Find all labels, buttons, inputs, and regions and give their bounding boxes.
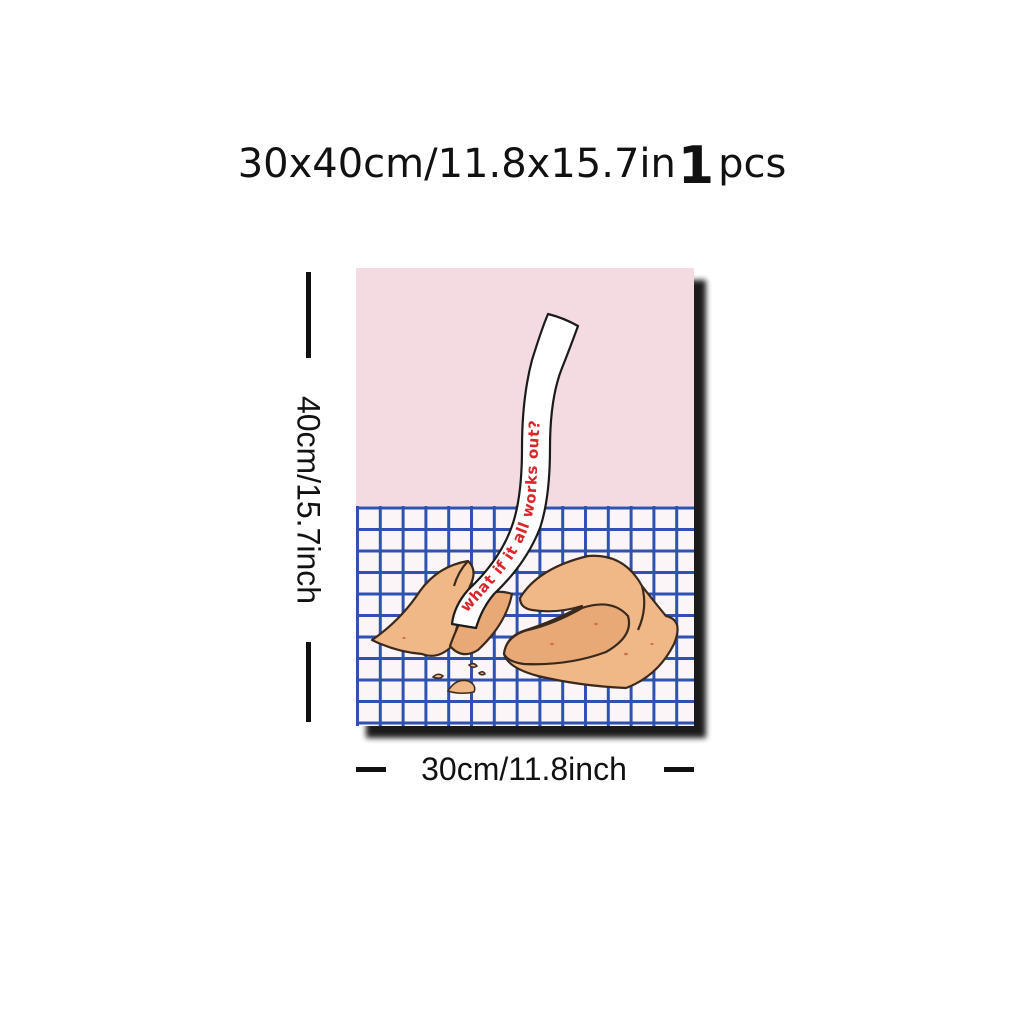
- height-dimension-line-top: [306, 272, 311, 358]
- quantity-unit: pcs: [718, 141, 787, 187]
- size-text: 30x40cm/11.8x15.7in: [237, 141, 676, 187]
- poster-illustration: what if it all works out?: [356, 268, 694, 726]
- width-dimension-line-right: [664, 767, 694, 772]
- quantity-number: 1: [677, 136, 715, 196]
- cookie-speckles: [402, 622, 654, 656]
- width-dimension-label: 30cm/11.8inch: [421, 751, 627, 787]
- poster-artwork: what if it all works out?: [356, 268, 694, 726]
- width-dimension-line-left: [356, 767, 386, 772]
- height-dimension-line-bottom: [306, 642, 311, 722]
- fortune-cookie-icon: [502, 554, 679, 690]
- cookie-crumbs: [431, 662, 487, 695]
- height-dimension-label: 40cm/15.7inch: [290, 395, 327, 605]
